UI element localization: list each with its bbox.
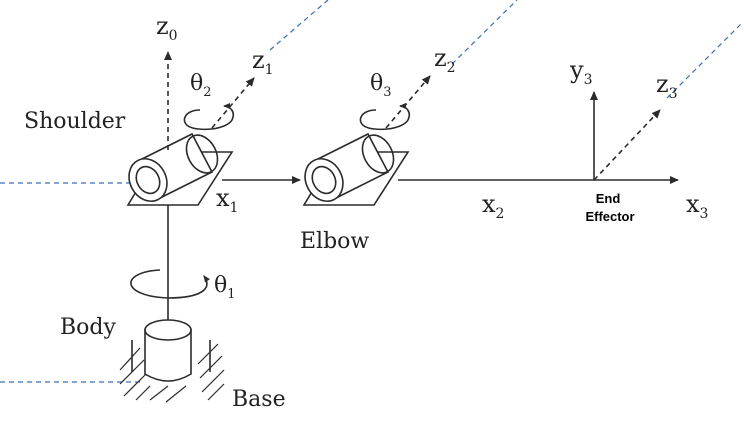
base-hatch-line (123, 373, 147, 397)
body-cylinder (144, 319, 192, 382)
theta2-rotation-arrow (183, 103, 235, 131)
base-hatch-line (149, 385, 169, 401)
z0-label: z0 (156, 12, 178, 44)
base-hatch-line (165, 385, 187, 403)
y3-label: y3 (569, 56, 592, 88)
blue-guide-lines (0, 0, 744, 383)
end-effector-label-line1: End (596, 191, 621, 206)
z3-label: z3 (656, 70, 678, 102)
theta3-rotation-arrow (359, 103, 411, 131)
base-hatch-line (135, 385, 151, 401)
base-hatch-line (199, 355, 223, 379)
body-label: Body (60, 315, 116, 340)
theta3-label: θ3 (370, 71, 392, 100)
base-hatch-line (207, 383, 225, 401)
x3-label: x3 (686, 190, 708, 222)
guide-line-top-right (666, 21, 744, 99)
axis-arrows (164, 51, 679, 184)
guide-line-top-left (269, 0, 329, 51)
z1-label: z1 (252, 46, 274, 78)
elbow-label: Elbow (300, 229, 369, 254)
z1-axis (211, 77, 255, 129)
shoulder-joint (126, 132, 234, 206)
elbow-joint (302, 132, 410, 206)
base-label: Base (232, 387, 286, 412)
base-hatch-line (197, 343, 219, 365)
theta1-rotation-arrow (130, 269, 210, 299)
base-ground (119, 340, 225, 403)
z3-axis (593, 109, 661, 181)
x1-label: x1 (216, 184, 238, 216)
shoulder-label: Shoulder (24, 109, 126, 134)
z2-label: z2 (434, 44, 456, 76)
theta1-label: θ1 (214, 273, 236, 302)
x2-label: x2 (482, 190, 504, 222)
z2-axis (385, 75, 431, 129)
theta2-label: θ2 (190, 71, 212, 100)
guide-line-top-mid (451, 0, 518, 65)
base-hatch-line (201, 369, 225, 393)
base-hatch-line (119, 347, 141, 371)
end-effector-label-line2: Effector (585, 209, 634, 224)
